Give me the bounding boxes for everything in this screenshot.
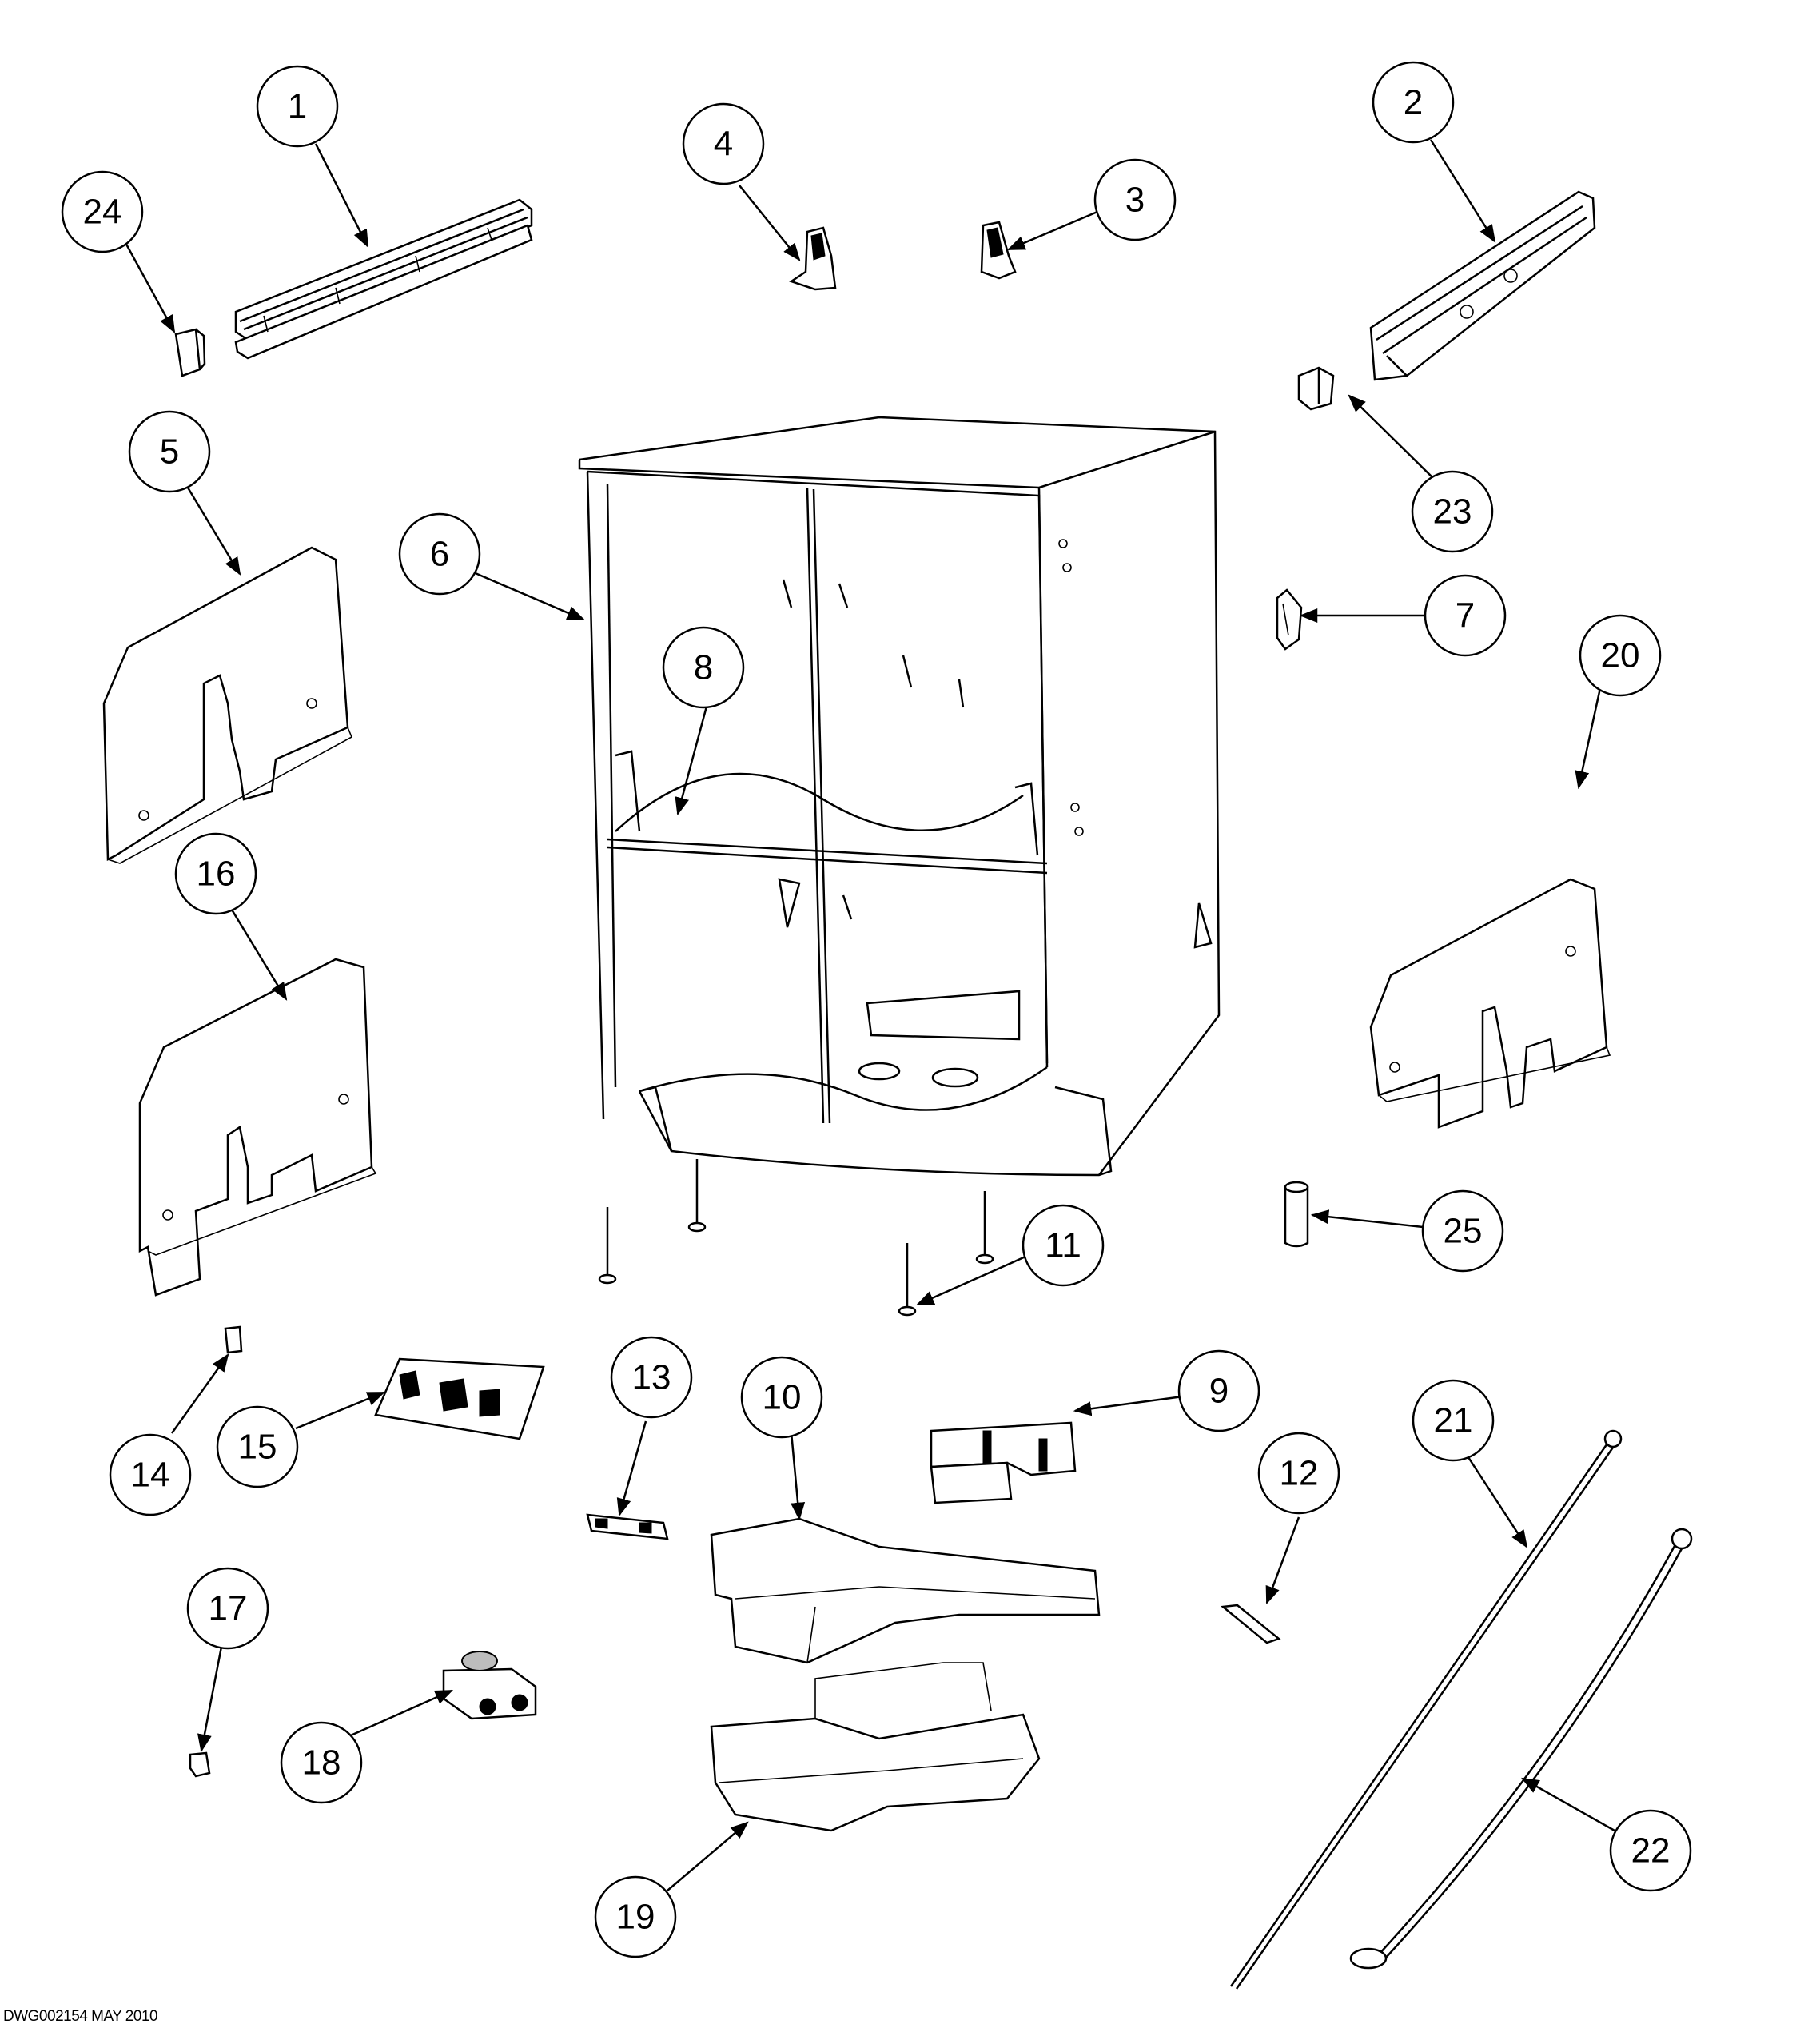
- callout-circle-20: [1579, 614, 1662, 697]
- callout-label-4: 4: [714, 125, 733, 164]
- part-23-end-cap-right: [1297, 366, 1335, 411]
- part-25-spacer: [1284, 1181, 1309, 1248]
- callout-circle-24: [61, 170, 144, 253]
- callout-label-7: 7: [1456, 596, 1475, 635]
- callout-circle-15: [216, 1405, 299, 1488]
- callout-label-9: 9: [1209, 1372, 1229, 1411]
- part-6-tub-cabinet: [578, 416, 1221, 1177]
- part-19-base-tray: [710, 1662, 1041, 1832]
- callout-circle-21: [1412, 1379, 1495, 1462]
- callout-label-15: 15: [238, 1428, 277, 1467]
- callout-circle-7: [1424, 574, 1507, 657]
- callout-circle-8: [662, 626, 745, 709]
- part-7-clip: [1276, 588, 1303, 651]
- callout-label-1: 1: [288, 87, 307, 126]
- callout-circle-18: [280, 1721, 363, 1804]
- callout-label-6: 6: [430, 535, 449, 574]
- callout-label-19: 19: [616, 1898, 655, 1937]
- callout-label-17: 17: [209, 1589, 248, 1628]
- callout-circle-6: [398, 512, 481, 596]
- callout-circle-14: [109, 1433, 192, 1516]
- part-9-connector-block: [930, 1421, 1077, 1504]
- part-17-knob: [189, 1751, 211, 1778]
- part-16-side-panel: [138, 958, 377, 1297]
- callout-circle-17: [186, 1567, 269, 1650]
- callout-group: 1 2 3 4 5 6 7 8 9 10 11 12 13 14 15 16 1: [61, 61, 1692, 1958]
- callout-label-18: 18: [302, 1743, 341, 1783]
- part-13-connector: [586, 1513, 669, 1540]
- part-22-probe-cable: [1349, 1528, 1693, 1970]
- callout-circle-23: [1411, 470, 1494, 553]
- callout-label-11: 11: [1045, 1226, 1081, 1265]
- callout-circle-11: [1022, 1204, 1105, 1287]
- callout-label-16: 16: [197, 855, 236, 894]
- part-14-knob: [224, 1325, 243, 1354]
- part-20-side-panel: [1369, 878, 1611, 1129]
- callout-label-10: 10: [763, 1378, 802, 1417]
- part-11-leveling-legs: [598, 1159, 994, 1317]
- drawing-number: DWG002154 MAY 2010: [3, 2008, 158, 2025]
- callout-circle-5: [128, 410, 211, 493]
- callout-circle-9: [1177, 1349, 1260, 1432]
- callout-label-5: 5: [160, 432, 179, 472]
- callout-label-22: 22: [1631, 1831, 1671, 1871]
- callout-circle-22: [1609, 1809, 1692, 1892]
- callout-label-20: 20: [1601, 636, 1640, 675]
- callout-circle-19: [594, 1875, 677, 1958]
- callout-circle-2: [1372, 61, 1455, 144]
- callout-label-14: 14: [131, 1456, 170, 1495]
- callout-label-25: 25: [1444, 1212, 1483, 1251]
- callout-label-2: 2: [1404, 83, 1423, 122]
- part-15-circuit-board: [374, 1357, 545, 1440]
- callout-label-3: 3: [1125, 181, 1145, 220]
- part-5-side-panel: [102, 546, 353, 864]
- part-24-end-cap-left: [174, 328, 206, 377]
- callout-circle-12: [1257, 1432, 1340, 1515]
- callout-circle-25: [1421, 1189, 1504, 1273]
- callout-circle-4: [682, 102, 765, 185]
- part-18-valve: [442, 1651, 537, 1720]
- leader-lines: [122, 139, 1615, 1891]
- part-2-rail-right: [1369, 190, 1596, 381]
- part-4-hinge-bracket: [789, 226, 837, 291]
- callout-circle-1: [256, 65, 339, 148]
- part-3-hinge-bracket: [980, 221, 1017, 280]
- callout-label-23: 23: [1433, 492, 1472, 532]
- callout-label-12: 12: [1280, 1454, 1319, 1493]
- part-12-strip: [1220, 1604, 1281, 1644]
- part-21-cable: [1229, 1429, 1623, 1990]
- callout-label-13: 13: [632, 1358, 671, 1397]
- part-1-rail-left: [234, 198, 533, 360]
- callout-circle-13: [610, 1336, 693, 1419]
- callout-label-24: 24: [83, 193, 122, 232]
- callout-circle-3: [1093, 158, 1177, 241]
- callout-label-21: 21: [1434, 1401, 1473, 1440]
- callout-circle-10: [740, 1356, 823, 1439]
- part-10-housing: [710, 1517, 1101, 1664]
- callout-circle-16: [174, 832, 257, 915]
- callout-label-8: 8: [694, 648, 713, 687]
